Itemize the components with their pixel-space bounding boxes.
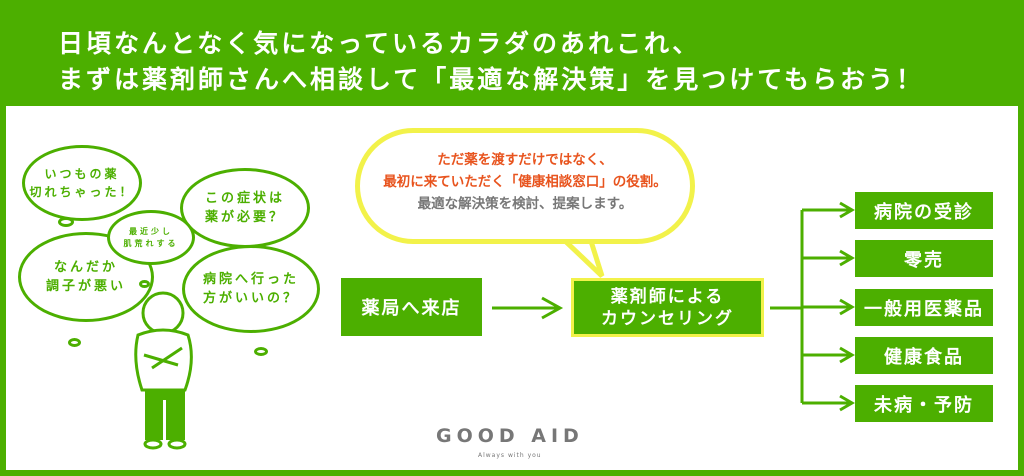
outcome-hospital-visit: 病院の受診 bbox=[855, 192, 993, 229]
thought-text: この症状は bbox=[204, 190, 285, 206]
outcome-health-food: 健康食品 bbox=[855, 337, 993, 374]
logo-tagline: Always with you bbox=[478, 452, 542, 459]
thought-text: いつもの薬 bbox=[44, 167, 120, 181]
speech-line-1: ただ薬を渡すだけではなく、 bbox=[437, 152, 613, 168]
counsel-line-1: 薬剤師による bbox=[610, 286, 725, 307]
outcome-otc-prescription: 零売 bbox=[855, 240, 993, 277]
thought-text: 病院へ行った bbox=[202, 271, 299, 287]
speech-line-2: 最初に来ていただく「健康相談窓口」の役割。 bbox=[383, 174, 667, 190]
thought-dot bbox=[254, 347, 268, 356]
header-banner: 日頃なんとなく気になっているカラダのあれこれ、 まずは薬剤師さんへ相談して「最適… bbox=[0, 0, 1024, 106]
visit-pharmacy-box: 薬局へ来店 bbox=[341, 278, 482, 336]
outcome-otc-medicine: 一般用医薬品 bbox=[855, 289, 993, 326]
thought-dot bbox=[68, 338, 81, 347]
thought-text: 方がいいの？ bbox=[202, 291, 299, 306]
header-line-1: 日頃なんとなく気になっているカラダのあれこれ、 bbox=[58, 29, 701, 58]
outcome-prevention: 未病・予防 bbox=[855, 385, 993, 422]
counseling-speech-bubble: ただ薬を渡すだけではなく、 最初に来ていただく「健康相談窓口」の役割。 最適な解… bbox=[355, 128, 695, 244]
goodaid-logo: GOOD AID bbox=[436, 425, 584, 447]
header-line-2: まずは薬剤師さんへ相談して「最適な解決策」を見つけてもらおう！ bbox=[58, 65, 925, 94]
speech-bubble-tail bbox=[560, 236, 605, 278]
thought-text: 肌荒れする bbox=[123, 238, 179, 248]
thought-bubble-hospital: 病院へ行った方がいいの？ bbox=[182, 245, 320, 333]
speech-line-3: 最適な解決策を検討、提案します。 bbox=[417, 196, 633, 212]
thought-text: 切れちゃった！ bbox=[29, 185, 135, 199]
thought-bubble-medicine: いつもの薬切れちゃった！ bbox=[22, 145, 142, 221]
person-illustration bbox=[134, 291, 193, 450]
thought-bubble-symptom: この症状は薬が必要？ bbox=[180, 168, 310, 248]
thought-text: なんだか bbox=[53, 259, 118, 275]
pharmacist-counseling-box: 薬剤師によるカウンセリング bbox=[571, 278, 764, 337]
thought-text: 最近少し bbox=[129, 226, 173, 236]
counsel-line-2: カウンセリング bbox=[601, 308, 734, 329]
thought-text: 薬が必要？ bbox=[204, 210, 285, 225]
thought-dot bbox=[58, 217, 74, 227]
arrow-right-icon bbox=[492, 296, 564, 320]
thought-dot bbox=[139, 280, 150, 288]
thought-bubble-skin: 最近少し肌荒れする bbox=[107, 210, 195, 265]
thought-text: 調子が悪い bbox=[45, 279, 126, 294]
branch-arrows bbox=[770, 201, 855, 412]
